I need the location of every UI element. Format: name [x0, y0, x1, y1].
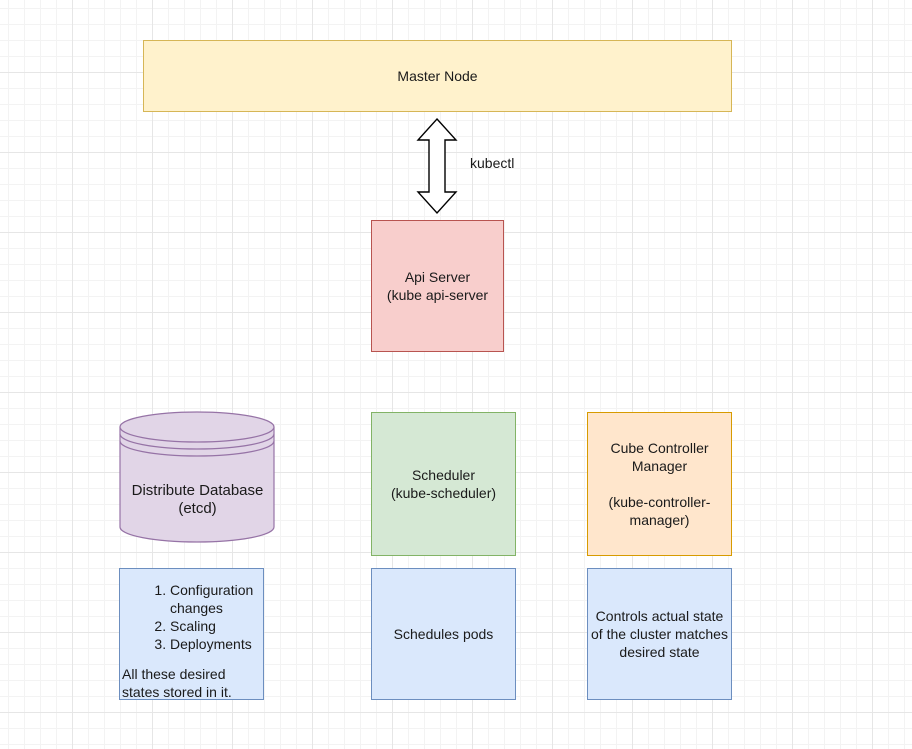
list-item: Deployments [170, 635, 263, 653]
api-server-subtitle: (kube api-server [386, 287, 489, 303]
controller-title-line2: Manager [631, 458, 688, 474]
scheduler-title: Scheduler [411, 467, 476, 483]
database-label: Distribute Database (etcd) [120, 482, 275, 518]
controller-note-line3: desired state [619, 644, 700, 660]
list-item: Configuration changes [170, 581, 263, 617]
database-cylinder-icon[interactable] [118, 410, 278, 546]
list-item: Scaling [170, 617, 263, 635]
scheduler-subtitle: (kube-scheduler) [390, 485, 497, 501]
controller-manager-box[interactable]: Cube Controller Manager (kube-controller… [587, 412, 732, 556]
scheduler-note-text: Schedules pods [393, 626, 494, 642]
etcd-note-box[interactable]: Configuration changes Scaling Deployment… [119, 568, 264, 700]
api-server-box[interactable]: Api Server (kube api-server [371, 220, 504, 352]
controller-note-line2: of the cluster matches [591, 626, 728, 642]
controller-subtitle-line1: (kube-controller- [608, 494, 711, 510]
controller-subtitle-line2: manager) [629, 512, 690, 528]
bidirectional-arrow-icon [416, 117, 458, 215]
database-subtitle: (etcd) [178, 500, 217, 517]
master-node-label: Master Node [397, 68, 478, 84]
api-server-title: Api Server [404, 269, 471, 285]
controller-note-line1: Controls actual state [595, 608, 724, 624]
scheduler-note-box[interactable]: Schedules pods [371, 568, 516, 700]
kubectl-label: kubectl [470, 155, 515, 171]
controller-title-line1: Cube Controller [610, 440, 709, 456]
scheduler-box[interactable]: Scheduler (kube-scheduler) [371, 412, 516, 556]
controller-note-box[interactable]: Controls actual state of the cluster mat… [587, 568, 732, 700]
database-title: Distribute Database [131, 482, 264, 499]
etcd-note-footer: All these desired states stored in it. [122, 666, 232, 700]
master-node-box[interactable]: Master Node [143, 40, 732, 112]
etcd-note-list: Configuration changes Scaling Deployment… [120, 581, 263, 653]
